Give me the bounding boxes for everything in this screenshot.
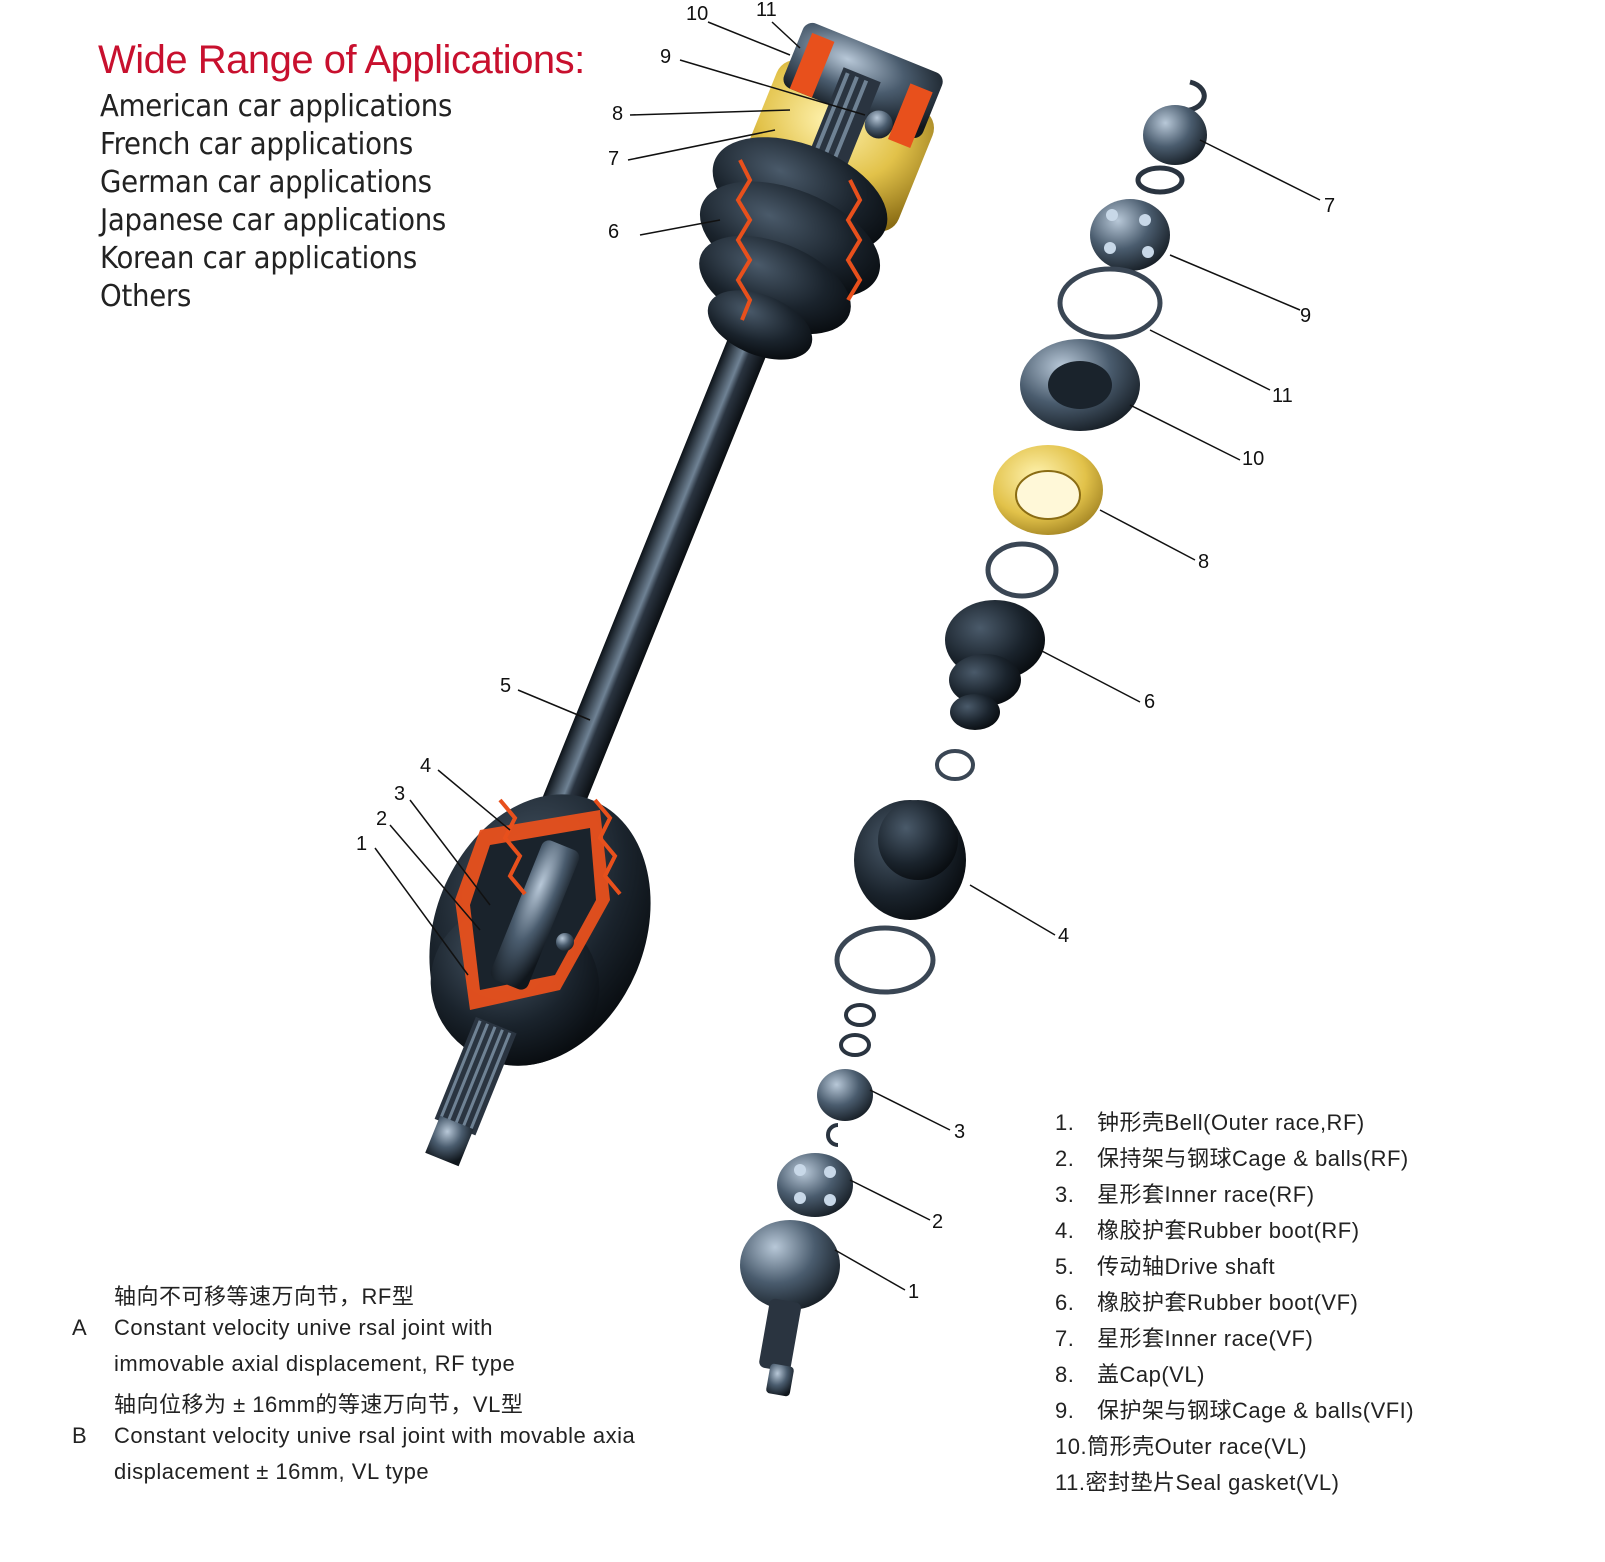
part-number: 2. xyxy=(1055,1146,1075,1171)
applications-list: American car applications French car app… xyxy=(100,88,483,316)
note-b-letter: B xyxy=(72,1423,87,1448)
part-label: 保护架与钢球Cage & balls(VFI) xyxy=(1097,1398,1415,1423)
boot-clamp xyxy=(985,541,1059,599)
part-number: 4. xyxy=(1055,1218,1075,1243)
exploded-callouts: 7 9 11 10 8 6 4 3 2 1 xyxy=(908,195,1335,1303)
callout-2-assembled: 2 xyxy=(376,808,387,830)
part-label: 橡胶护套Rubber boot(VF) xyxy=(1097,1290,1359,1315)
inner-race-vl xyxy=(1143,105,1207,165)
note-vl-chinese: 轴向位移为 ± 16mm的等速万向节，VL型 xyxy=(114,1392,524,1417)
application-item: Others xyxy=(100,279,192,314)
callout-3-exploded: 3 xyxy=(954,1121,965,1143)
part-number: 1. xyxy=(1055,1110,1075,1135)
callout-11-exploded: 11 xyxy=(1272,385,1293,407)
part-item: 4. 橡胶护套Rubber boot(RF) xyxy=(1055,1213,1414,1249)
note-a-letter: A xyxy=(72,1315,87,1340)
part-number: 8. xyxy=(1055,1362,1075,1387)
callout-7-assembled: 7 xyxy=(608,148,619,170)
application-item: Korean car applications xyxy=(100,241,417,276)
snap-ring-rf xyxy=(826,1123,839,1147)
splined-stub xyxy=(425,1016,517,1167)
exploded-leader-lines xyxy=(834,139,1321,1291)
part-label: 筒形壳Outer race(VL) xyxy=(1087,1434,1308,1459)
application-item: French car applications xyxy=(100,127,414,162)
callout-9-exploded: 9 xyxy=(1300,305,1311,327)
part-label: 传动轴Drive shaft xyxy=(1097,1254,1276,1279)
callout-10-assembled: 10 xyxy=(686,3,708,25)
note-a-line-1: Constant velocity unive rsal joint with xyxy=(114,1315,493,1340)
note-b-line-2: displacement ± 16mm, VL type xyxy=(114,1459,430,1484)
part-item: 8. 盖Cap(VL) xyxy=(1055,1357,1414,1393)
cap-vl xyxy=(993,445,1103,535)
note-rf-chinese: 轴向不可移等速万向节，RF型 xyxy=(114,1284,415,1309)
callout-6-assembled: 6 xyxy=(608,221,619,243)
assembly-callouts: 10 11 9 8 7 6 5 4 3 2 1 xyxy=(356,0,777,855)
part-number: 11. xyxy=(1055,1470,1086,1495)
callout-1-assembled: 1 xyxy=(356,833,367,855)
part-item: 9. 保护架与钢球Cage & balls(VFI) xyxy=(1055,1393,1414,1429)
callout-8-assembled: 8 xyxy=(612,103,623,125)
callout-7-exploded: 7 xyxy=(1324,195,1335,217)
part-label: 星形套Inner race(VF) xyxy=(1097,1326,1314,1351)
inner-race-rf xyxy=(817,1069,873,1121)
rubber-boot-rf xyxy=(854,800,966,920)
part-label: 保持架与钢球Cage & balls(RF) xyxy=(1097,1146,1409,1171)
exploded-view xyxy=(740,79,1207,1397)
heading: Wide Range of Applications: xyxy=(98,38,585,82)
part-number: 6. xyxy=(1055,1290,1075,1315)
part-item: 6. 橡胶护套Rubber boot(VF) xyxy=(1055,1285,1414,1321)
assembly-leader-lines xyxy=(374,21,866,976)
callout-11-assembled: 11 xyxy=(756,0,777,21)
part-label: 密封垫片Seal gasket(VL) xyxy=(1085,1470,1340,1495)
rubber-boot-vf xyxy=(945,600,1045,730)
bell-outer-race-rf xyxy=(740,1220,840,1397)
application-item: American car applications xyxy=(100,89,453,124)
callout-6-exploded: 6 xyxy=(1144,691,1155,713)
part-label: 橡胶护套Rubber boot(RF) xyxy=(1097,1218,1360,1243)
part-number: 5. xyxy=(1055,1254,1075,1279)
large-clamp xyxy=(834,925,936,995)
part-item: 7. 星形套Inner race(VF) xyxy=(1055,1321,1414,1357)
part-item: 11.密封垫片Seal gasket(VL) xyxy=(1055,1465,1414,1501)
small-clamp-upper xyxy=(935,749,975,781)
cage-balls-rf xyxy=(777,1153,853,1217)
callout-10-exploded: 10 xyxy=(1242,448,1264,470)
callout-4-exploded: 4 xyxy=(1058,925,1069,947)
part-label: 钟形壳Bell(Outer race,RF) xyxy=(1097,1110,1365,1135)
outer-race-vl xyxy=(1020,339,1140,431)
parts-legend: 1. 钟形壳Bell(Outer race,RF) 2. 保持架与钢球Cage & … xyxy=(1055,1105,1414,1501)
application-item: Japanese car applications xyxy=(100,203,447,238)
small-clamp-lower-1 xyxy=(844,1003,876,1027)
small-clamp-lower-2 xyxy=(839,1033,871,1057)
callout-1-exploded: 1 xyxy=(908,1281,919,1303)
application-item: German car applications xyxy=(100,165,432,200)
part-item: 10.筒形壳Outer race(VL) xyxy=(1055,1429,1414,1465)
upper-rubber-boot xyxy=(699,137,888,360)
drive-shaft xyxy=(518,222,812,880)
part-label: 星形套Inner race(RF) xyxy=(1097,1182,1315,1207)
cage-balls-vl xyxy=(1090,199,1170,271)
callout-9-assembled: 9 xyxy=(660,46,671,68)
callout-3-assembled: 3 xyxy=(394,783,405,805)
note-b-line-1: Constant velocity unive rsal joint with … xyxy=(114,1423,636,1448)
callout-2-exploded: 2 xyxy=(932,1211,943,1233)
note-a-line-2: immovable axial displacement, RF type xyxy=(114,1351,516,1376)
part-number: 7. xyxy=(1055,1326,1075,1351)
callout-4-assembled: 4 xyxy=(420,755,431,777)
part-item: 3. 星形套Inner race(RF) xyxy=(1055,1177,1414,1213)
part-number: 9. xyxy=(1055,1398,1075,1423)
part-item: 5. 传动轴Drive shaft xyxy=(1055,1249,1414,1285)
part-number: 3. xyxy=(1055,1182,1075,1207)
part-number: 10. xyxy=(1055,1434,1088,1459)
part-item: 2. 保持架与钢球Cage & balls(RF) xyxy=(1055,1141,1414,1177)
seal-gasket-vl xyxy=(1057,266,1163,340)
callout-5-assembled: 5 xyxy=(500,675,511,697)
part-label: 盖Cap(VL) xyxy=(1097,1362,1205,1387)
callout-8-exploded: 8 xyxy=(1198,551,1209,573)
assembled-drive-shaft xyxy=(425,22,943,1167)
part-item: 1. 钟形壳Bell(Outer race,RF) xyxy=(1055,1105,1414,1141)
